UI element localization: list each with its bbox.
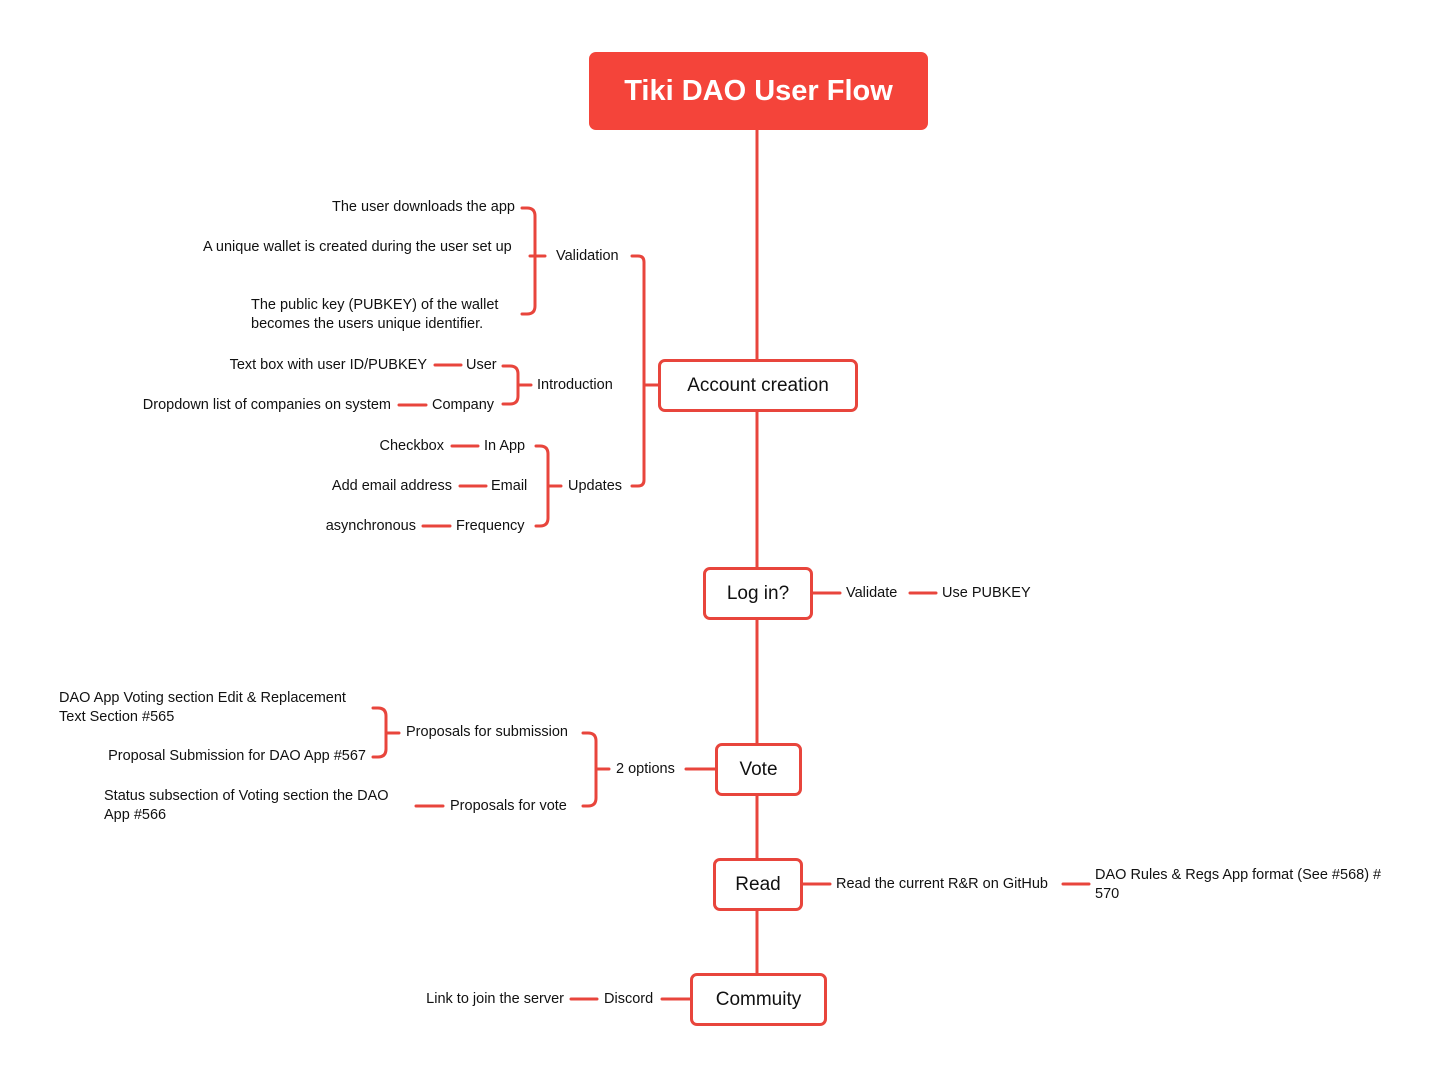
node-vote[interactable]: Vote: [715, 743, 802, 796]
validation-item-download: The user downloads the app: [332, 199, 515, 215]
validation-item-wallet: A unique wallet is created during the us…: [203, 239, 512, 255]
read-detail: DAO Rules & Regs App format (See #568) #…: [1095, 867, 1382, 902]
updates-in-app-detail: Checkbox: [379, 438, 444, 454]
introduction-company-detail: Dropdown list of companies on system: [142, 397, 391, 413]
vote-submission-item-567: Proposal Submission for DAO App #567: [108, 748, 366, 764]
updates-frequency: Frequency: [456, 518, 525, 534]
vote-proposals-vote: Proposals for vote: [450, 798, 567, 814]
updates-in-app: In App: [484, 438, 526, 454]
node-log-in[interactable]: Log in?: [703, 567, 813, 620]
community-link: Link to join the server: [426, 991, 564, 1007]
updates-label: Updates: [568, 478, 623, 494]
login-use-pubkey: Use PUBKEY: [942, 585, 1031, 601]
updates-frequency-detail: asynchronous: [325, 518, 416, 534]
introduction-user: User: [466, 357, 497, 373]
introduction-user-detail: Text box with user ID/PUBKEY: [229, 357, 427, 373]
updates-email-detail: Add email address: [331, 478, 452, 494]
node-account-creation[interactable]: Account creation: [658, 359, 858, 412]
validation-label: Validation: [556, 248, 619, 264]
node-read[interactable]: Read: [713, 858, 803, 911]
diagram-title: Tiki DAO User Flow: [589, 52, 928, 130]
validation-item-pubkey: The public key (PUBKEY) of the wallet be…: [251, 297, 499, 332]
introduction-label: Introduction: [537, 377, 613, 393]
vote-proposal-vote-detail: Status subsection of Voting section the …: [104, 788, 389, 823]
vote-options: 2 options: [616, 761, 675, 777]
introduction-company: Company: [432, 397, 495, 413]
vote-proposals-submission: Proposals for submission: [406, 724, 568, 740]
read-action: Read the current R&R on GitHub: [836, 876, 1048, 892]
node-community[interactable]: Commuity: [690, 973, 827, 1026]
login-validate: Validate: [846, 585, 898, 601]
updates-email: Email: [491, 478, 528, 494]
community-discord: Discord: [604, 991, 654, 1007]
vote-submission-item-565: DAO App Voting section Edit & Replacemen…: [59, 690, 346, 725]
